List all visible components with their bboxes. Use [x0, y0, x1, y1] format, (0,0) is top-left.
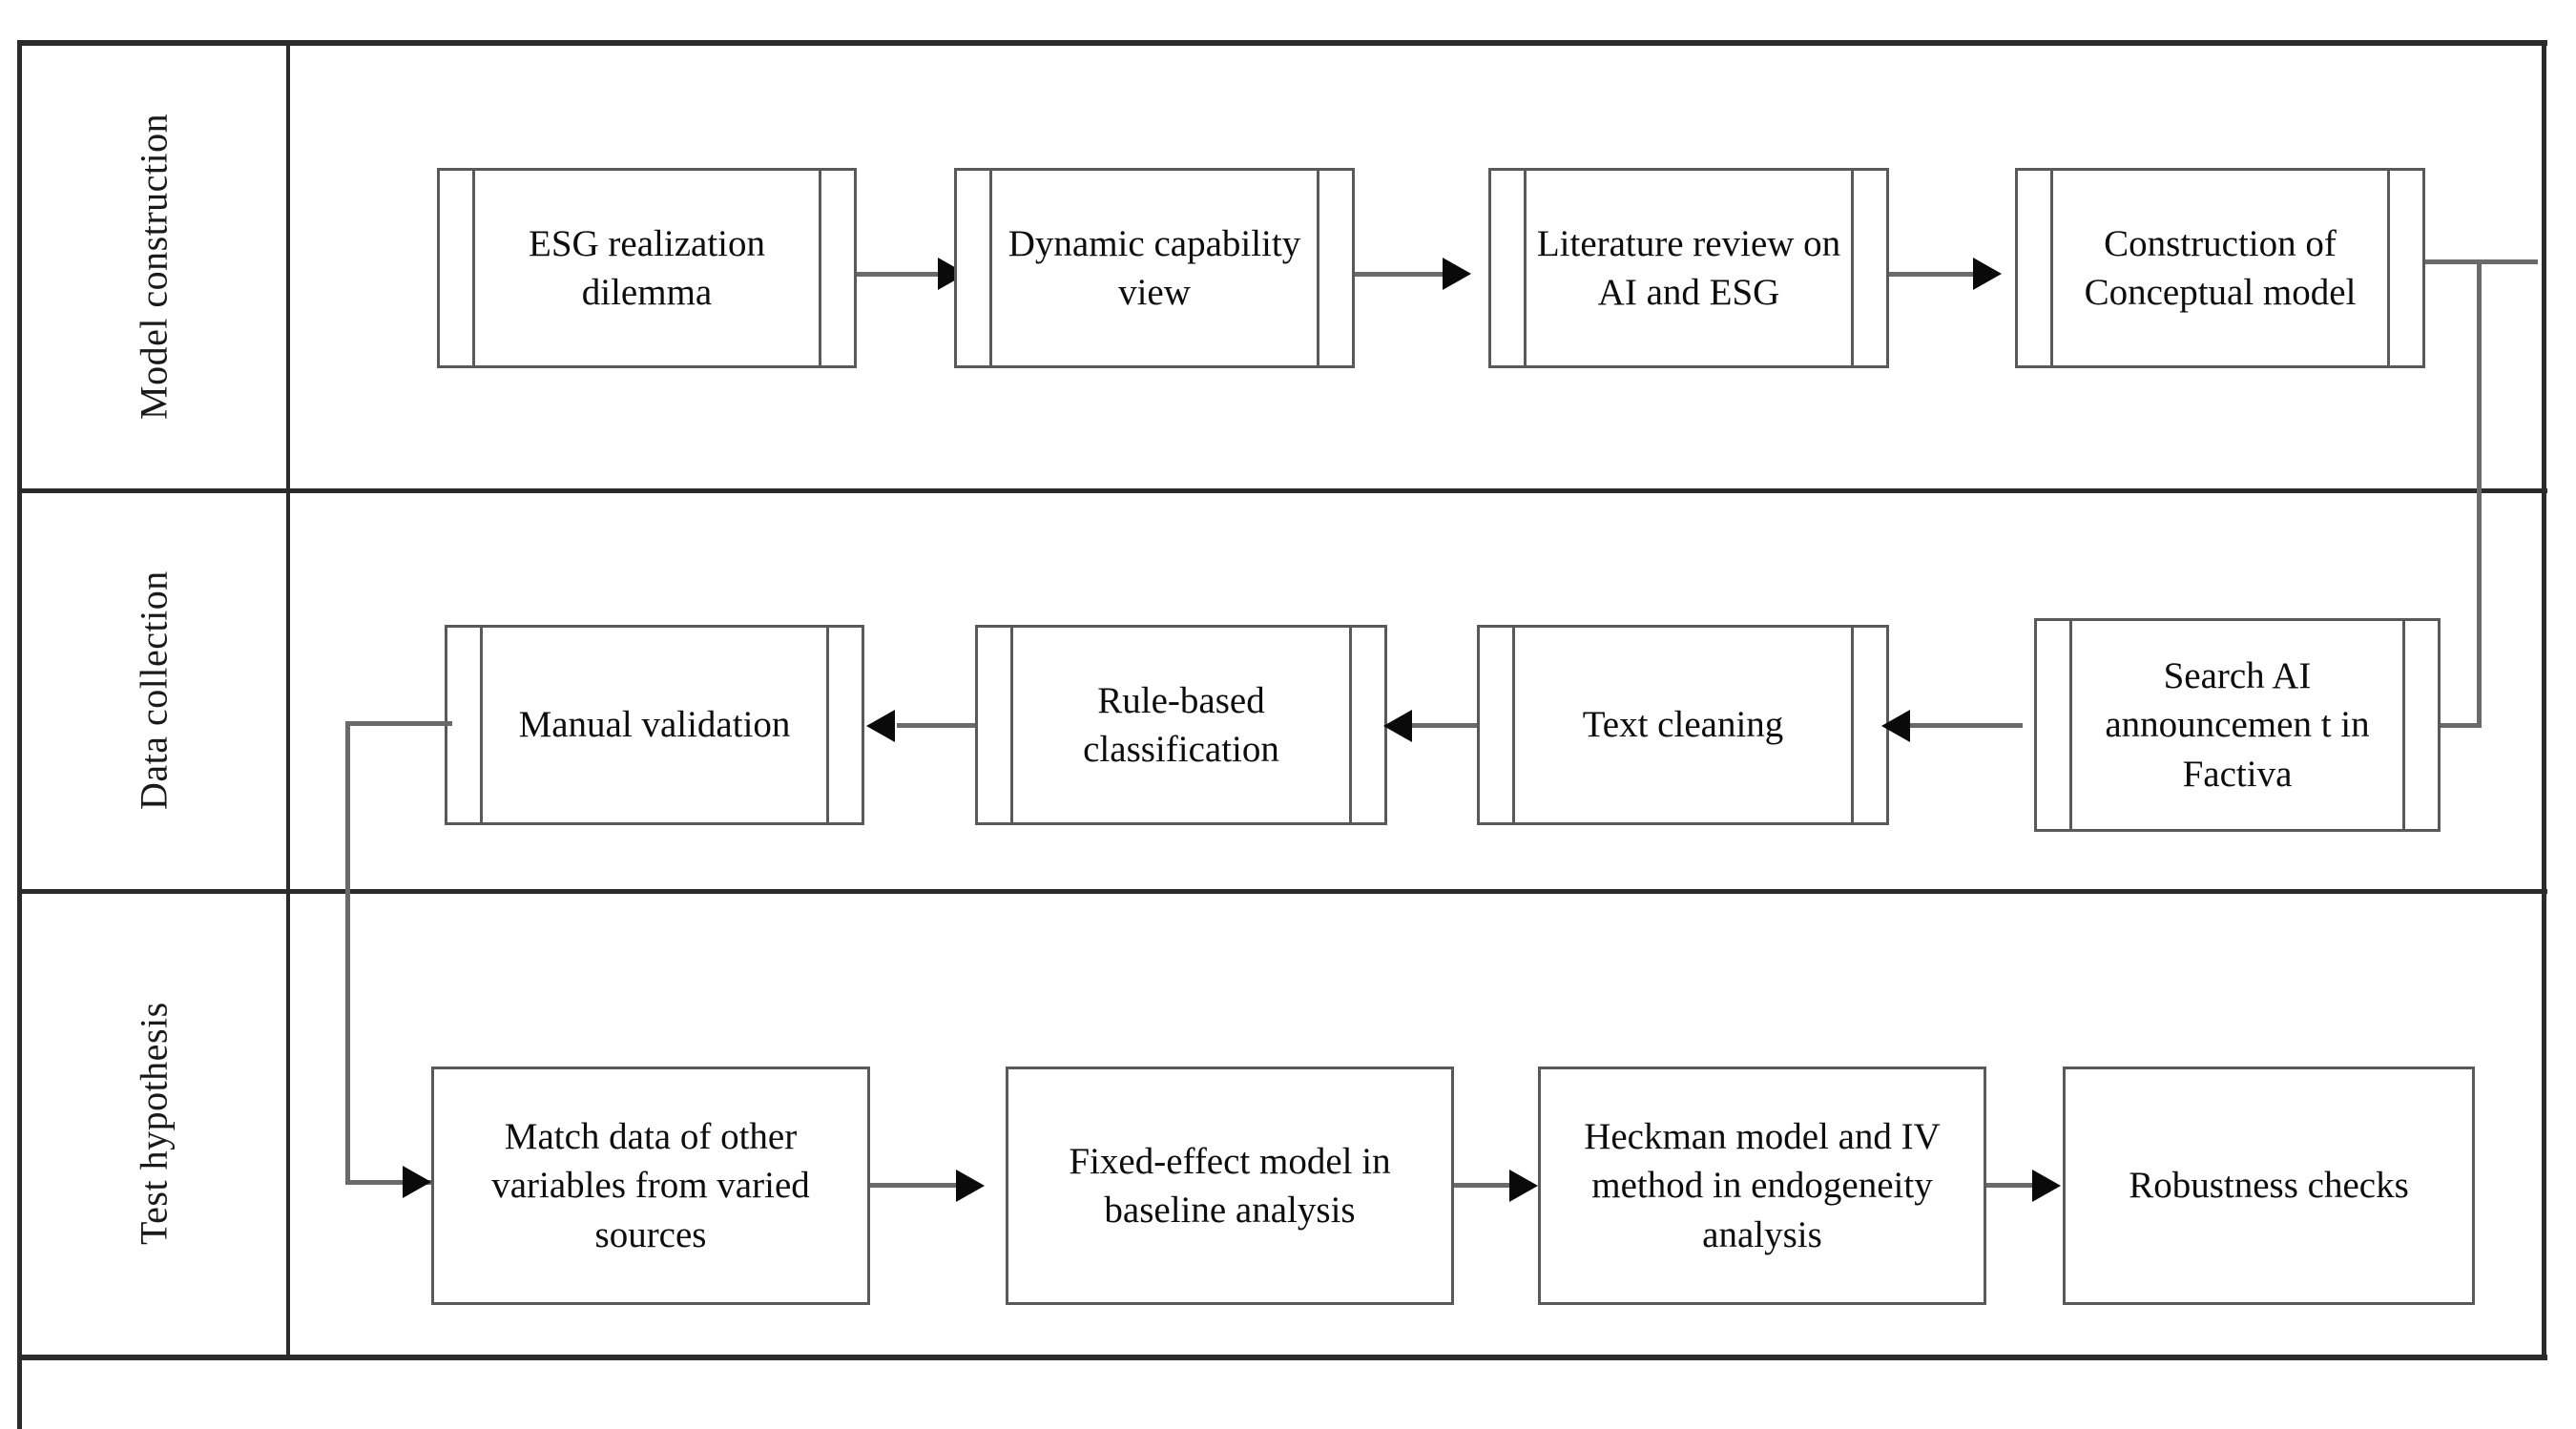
edge-text-to-rule-arrowhead: [1383, 710, 1412, 742]
edge-dynamic-to-literature-arrowhead: [1443, 258, 1471, 290]
node-heckman-iv[interactable]: Heckman model and IV method in endogenei…: [1538, 1067, 1986, 1305]
node-dynamic-capability-label: Dynamic capability view: [1008, 222, 1301, 313]
lane-divider-1: [17, 488, 2547, 493]
edge-conceptual-to-search-seg-right: [2425, 259, 2538, 264]
edge-fixed-to-heckman-line: [1454, 1183, 1532, 1188]
edge-search-to-text-arrowhead: [1881, 710, 1910, 742]
edge-manual-to-match-seg-right: [345, 1180, 433, 1185]
edge-search-to-text-line: [1908, 723, 2023, 728]
lane-label-column-divider: [286, 40, 290, 1360]
edge-rule-to-manual-line: [897, 723, 1009, 728]
node-conceptual-model-label: Construction of Conceptual model: [2084, 222, 2357, 313]
node-manual-validation[interactable]: Manual validation: [445, 625, 864, 825]
node-match-data-label: Match data of other variables from varie…: [491, 1115, 810, 1255]
node-text-cleaning[interactable]: Text cleaning: [1477, 625, 1889, 825]
frame-bottom-border: [17, 1355, 2547, 1360]
lane-divider-2: [17, 889, 2547, 894]
edge-match-to-fixed-arrowhead: [956, 1170, 985, 1202]
edge-text-to-rule-line: [1410, 723, 1515, 728]
node-robustness-checks-label: Robustness checks: [2129, 1165, 2409, 1207]
node-conceptual-model[interactable]: Construction of Conceptual model: [2015, 168, 2425, 368]
node-rule-based-classification[interactable]: Rule-based classification: [975, 625, 1387, 825]
edge-conceptual-to-search-seg-down: [2477, 259, 2482, 727]
edge-dynamic-to-literature-line: [1355, 272, 1460, 277]
node-fixed-effect[interactable]: Fixed-effect model in baseline analysis: [1006, 1067, 1454, 1305]
lane-label-model-construction: Model construction: [132, 113, 176, 420]
node-match-data[interactable]: Match data of other variables from varie…: [431, 1067, 870, 1305]
node-text-cleaning-label: Text cleaning: [1582, 704, 1784, 746]
node-search-ai-factiva-label: Search AI announcemen t in Factiva: [2105, 654, 2370, 795]
node-literature-review[interactable]: Literature review on AI and ESG: [1488, 168, 1889, 368]
node-heckman-iv-label: Heckman model and IV method in endogenei…: [1584, 1115, 1941, 1255]
frame-right-border: [2542, 40, 2546, 1360]
lane-label-data-collection: Data collection: [132, 570, 176, 811]
node-fixed-effect-label: Fixed-effect model in baseline analysis: [1069, 1140, 1391, 1231]
edge-literature-to-conceptual-arrowhead: [1973, 258, 2002, 290]
edge-heckman-to-robustness-line: [1986, 1183, 2055, 1188]
node-robustness-checks[interactable]: Robustness checks: [2063, 1067, 2475, 1305]
edge-manual-to-match-arrowhead: [403, 1166, 431, 1198]
edge-manual-to-match-seg-left: [345, 721, 452, 726]
edge-esg-to-dynamic-line: [857, 272, 952, 277]
node-manual-validation-label: Manual validation: [518, 704, 791, 746]
edge-match-to-fixed-line: [870, 1183, 975, 1188]
node-dynamic-capability[interactable]: Dynamic capability view: [954, 168, 1355, 368]
node-rule-based-classification-label: Rule-based classification: [1083, 679, 1279, 770]
edge-literature-to-conceptual-line: [1889, 272, 1989, 277]
lane-label-test-hypothesis: Test hypothesis: [132, 1002, 176, 1246]
edge-heckman-to-robustness-arrowhead: [2032, 1170, 2061, 1202]
node-esg-dilemma-label: ESG realization dilemma: [529, 222, 765, 313]
node-search-ai-factiva[interactable]: Search AI announcemen t in Factiva: [2034, 618, 2441, 832]
edge-fixed-to-heckman-arrowhead: [1509, 1170, 1538, 1202]
edge-manual-to-match-seg-down: [345, 721, 350, 1185]
frame-left-border: [17, 40, 22, 1429]
node-literature-review-label: Literature review on AI and ESG: [1536, 222, 1841, 313]
node-esg-dilemma[interactable]: ESG realization dilemma: [437, 168, 857, 368]
edge-rule-to-manual-arrowhead: [866, 710, 895, 742]
frame-top-border: [17, 40, 2547, 46]
